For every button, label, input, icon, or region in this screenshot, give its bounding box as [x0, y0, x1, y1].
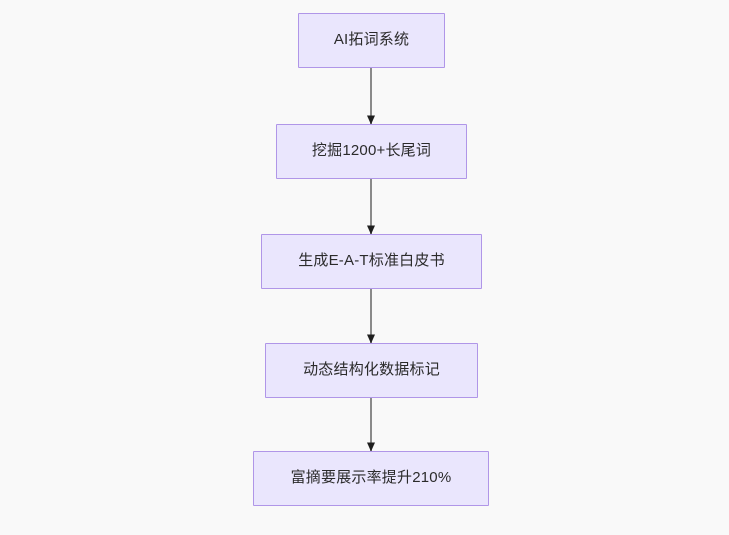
node-label: 挖掘1200+长尾词	[311, 142, 432, 160]
flowchart-node-rich-snippet-impression-lift[interactable]: 富摘要展示率提升210%	[253, 451, 489, 506]
flowchart-node-mine-longtail-keywords[interactable]: 挖掘1200+长尾词	[276, 124, 467, 179]
flowchart-node-ai-keyword-system[interactable]: AI拓词系统	[298, 13, 445, 68]
flowchart-node-generate-eat-whitepaper[interactable]: 生成E-A-T标准白皮书	[261, 234, 482, 289]
node-label: AI拓词系统	[333, 31, 410, 49]
node-label: 动态结构化数据标记	[303, 361, 440, 379]
flowchart-node-dynamic-structured-data-markup[interactable]: 动态结构化数据标记	[265, 343, 478, 398]
node-label: 富摘要展示率提升210%	[290, 469, 452, 487]
node-label: 生成E-A-T标准白皮书	[298, 252, 445, 270]
